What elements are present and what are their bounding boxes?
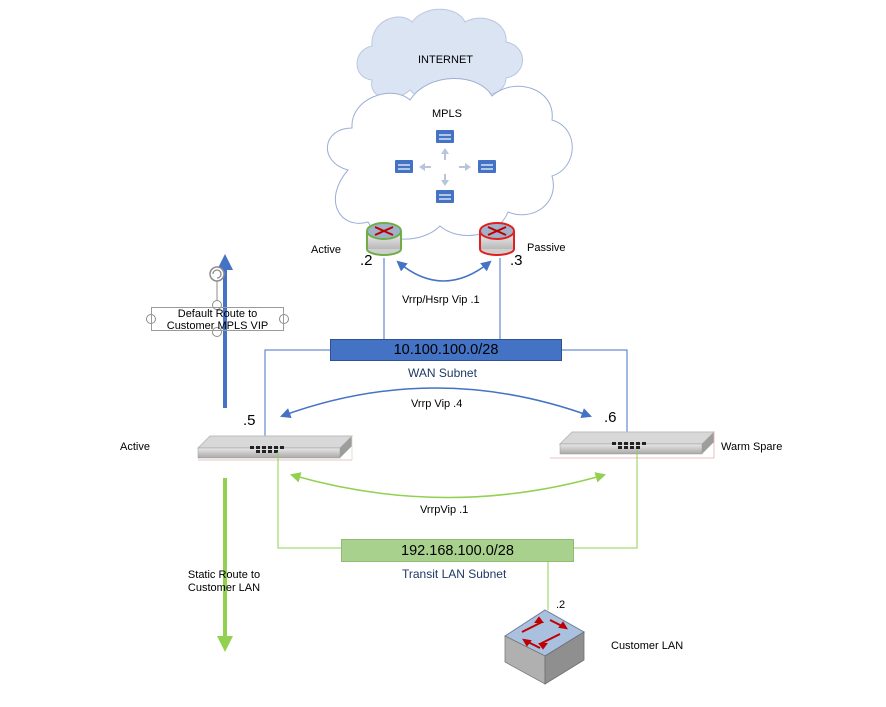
internet-label: INTERNET (418, 54, 473, 66)
wan-subnet-label: WAN Subnet (408, 366, 477, 380)
router-passive-icon (479, 222, 515, 256)
default-route-line2: Customer MPLS VIP (166, 320, 269, 332)
wan-subnet-box: 10.100.100.0/28 (330, 339, 562, 361)
passive-router-label: Passive (527, 242, 566, 254)
firewall-spare-icon (550, 431, 716, 459)
wan-links (264, 258, 628, 445)
switch-ip-label: .2 (556, 599, 566, 611)
static-route-line1: Static Route to (187, 569, 261, 581)
static-route-label: Static Route to Customer LAN (172, 569, 276, 595)
firewall-active-icon (196, 435, 354, 461)
wan-subnet-address: 10.100.100.0/28 (393, 342, 499, 358)
vrrp-wan-arrow (280, 387, 592, 419)
rotate-handle-icon[interactable] (209, 266, 225, 282)
vrrp-hsrp-label: Vrrp/Hsrp Vip .1 (402, 294, 480, 306)
firewall-active-label: Active (120, 441, 150, 453)
firewall-spare-label: Warm Spare (721, 441, 783, 453)
vrrp-hsrp-arrow (396, 260, 492, 282)
vrrp-lan-arrow (289, 472, 607, 499)
mpls-node-icons (395, 130, 496, 203)
router-active-icon (366, 222, 402, 256)
router-b-ip: .3 (510, 252, 523, 269)
lan-links (277, 450, 638, 610)
vrrp-vip-lan-label: VrrpVip .1 (420, 504, 469, 516)
customer-lan-label: Customer LAN (611, 640, 684, 652)
mpls-label: MPLS (432, 108, 462, 120)
default-route-textbox[interactable]: Default Route to Customer MPLS VIP (151, 307, 284, 332)
default-route-line1: Default Route to (177, 308, 258, 320)
lan-subnet-label: Transit LAN Subnet (402, 567, 507, 581)
switch-icon (503, 609, 585, 685)
lan-subnet-box: 192.168.100.0/28 (341, 539, 574, 562)
mpls-cloud-icon (327, 78, 573, 240)
firewall-spare-ip: .6 (604, 409, 617, 426)
firewall-active-ip: .5 (243, 412, 256, 429)
router-a-ip: .2 (360, 252, 373, 269)
vrrp-vip-wan-label: Vrrp Vip .4 (411, 398, 463, 410)
lan-subnet-address: 192.168.100.0/28 (401, 542, 514, 559)
static-route-line2: Customer LAN (187, 582, 261, 594)
active-router-label: Active (311, 244, 341, 256)
